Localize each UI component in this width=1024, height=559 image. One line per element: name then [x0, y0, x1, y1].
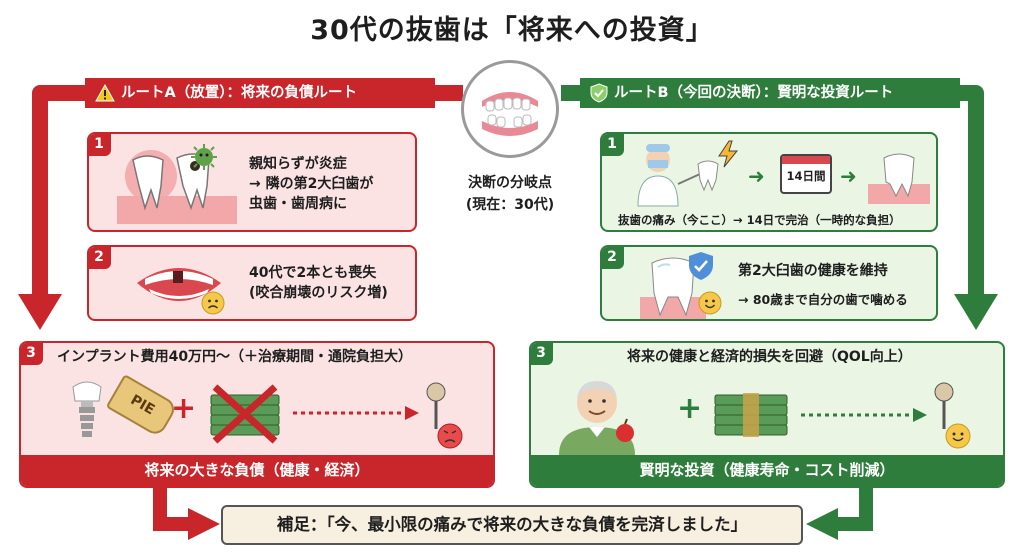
plus-sign: + [171, 391, 197, 426]
route-a-step-1: 1 親知らずが炎症 → 隣の第2大臼歯が 虫歯・歯周病に [87, 132, 417, 232]
decision-circle [461, 60, 559, 158]
route-b-label: ルートB（今回の決断）：賢明な投資ルート [580, 78, 960, 108]
step-text-line: 40代で2本とも喪失 [249, 265, 377, 281]
dentures-icon [482, 92, 538, 136]
lightning-icon [718, 140, 739, 168]
route-b-footer: 賢明な投資（健康寿命・コスト削減） [531, 455, 1003, 486]
route-b-step-2: 2 第2大臼歯の健康を維持 → 80歳まで自分の歯で噛める [600, 245, 938, 321]
elderly-man-icon [559, 381, 635, 455]
healthy-gum-tooth-icon [868, 153, 930, 204]
route-b-step-3: 3 将来の健康と経済的損失を回避（QOL向上） + 賢明な投資（健康寿命・コスト… [529, 341, 1005, 488]
route-b-step-1: 1 ➜ 14日間 ➜ 抜歯の痛み（今ここ）→ 14日で完治（一時的な負担） [600, 132, 938, 232]
step-text-line: 第2大臼歯の健康を維持 [738, 263, 888, 279]
route-a-title: ルートA（放置）：将来の負債ルート [121, 85, 357, 101]
sad-face-icon [201, 291, 225, 315]
step-text-line: (咬合崩壊のリスク増) [249, 285, 388, 301]
tooth-lollipop-icon [426, 382, 446, 429]
route-b-title: ルートB（今回の決断）：賢明な投資ルート [614, 85, 894, 101]
route-a-footer: 将来の大きな負債（健康・経済） [21, 455, 493, 486]
step-number: 2 [89, 247, 111, 269]
step-number: 1 [89, 134, 111, 156]
angry-face-icon [437, 423, 463, 449]
step-text-line: → 隣の第2大臼歯が [249, 176, 374, 192]
step-heading: 将来の健康と経済的損失を回避（QOL向上） [627, 349, 912, 365]
arrow-right-icon: ➜ [840, 164, 857, 188]
crossed-money-icon [210, 384, 280, 444]
decision-title: 決断の分岐点 [468, 175, 552, 191]
step-number: 1 [602, 134, 624, 156]
decision-label: 決断の分岐点 (現在：30代) [430, 172, 590, 216]
route-a-label: ルートA（放置）：将来の負債ルート [85, 78, 435, 108]
route-a-step-2: 2 40代で2本とも喪失 (咬合崩壊のリスク増) [87, 245, 417, 321]
shield-check-icon [590, 83, 608, 103]
step-heading: インプラント費用40万円〜（＋治療期間・通院負担大） [57, 349, 413, 365]
step-number: 2 [602, 247, 624, 269]
arrow-right-icon: ➜ [748, 164, 765, 188]
implant-icon [72, 381, 102, 437]
dentist-icon [637, 144, 719, 207]
warning-icon [95, 84, 115, 102]
smile-face-icon [945, 423, 971, 449]
step-number: 3 [531, 343, 553, 365]
step-text-line: 虫歯・歯周病に [249, 196, 347, 212]
step-caption: 抜歯の痛み（今ここ）→ 14日で完治（一時的な負担） [618, 213, 901, 227]
dotted-arrow-icon [801, 408, 927, 422]
smile-face-icon [698, 291, 722, 315]
calendar-icon: 14日間 [780, 154, 832, 194]
step-text-line: → 80歳まで自分の歯で噛める [738, 292, 908, 307]
money-stack-icon [714, 393, 788, 437]
tooth-lollipop-icon [934, 382, 954, 429]
step-number: 3 [21, 343, 43, 365]
dotted-arrow-icon [293, 406, 419, 420]
page-title: 30代の抜歯は「将来への投資」 [310, 15, 714, 46]
route-a-step-3: 3 インプラント費用40万円〜（＋治療期間・通院負担大） PIE + 将来の大き… [19, 341, 495, 488]
shield-check-icon [689, 252, 713, 280]
plus-sign: + [677, 391, 703, 426]
missing-teeth-mouth-icon [137, 268, 221, 301]
summary-note: 補足：「今、最小限の痛みで将来の大きな負債を完済しました」 [221, 505, 803, 545]
decision-subtitle: (現在：30代) [465, 197, 555, 213]
inflamed-tooth-icon [117, 150, 237, 224]
calendar-badge: 14日間 [786, 169, 826, 183]
shiny-tooth-icon [640, 257, 706, 319]
germ-icon [191, 144, 217, 170]
step-text-line: 親知らずが炎症 [249, 156, 347, 172]
